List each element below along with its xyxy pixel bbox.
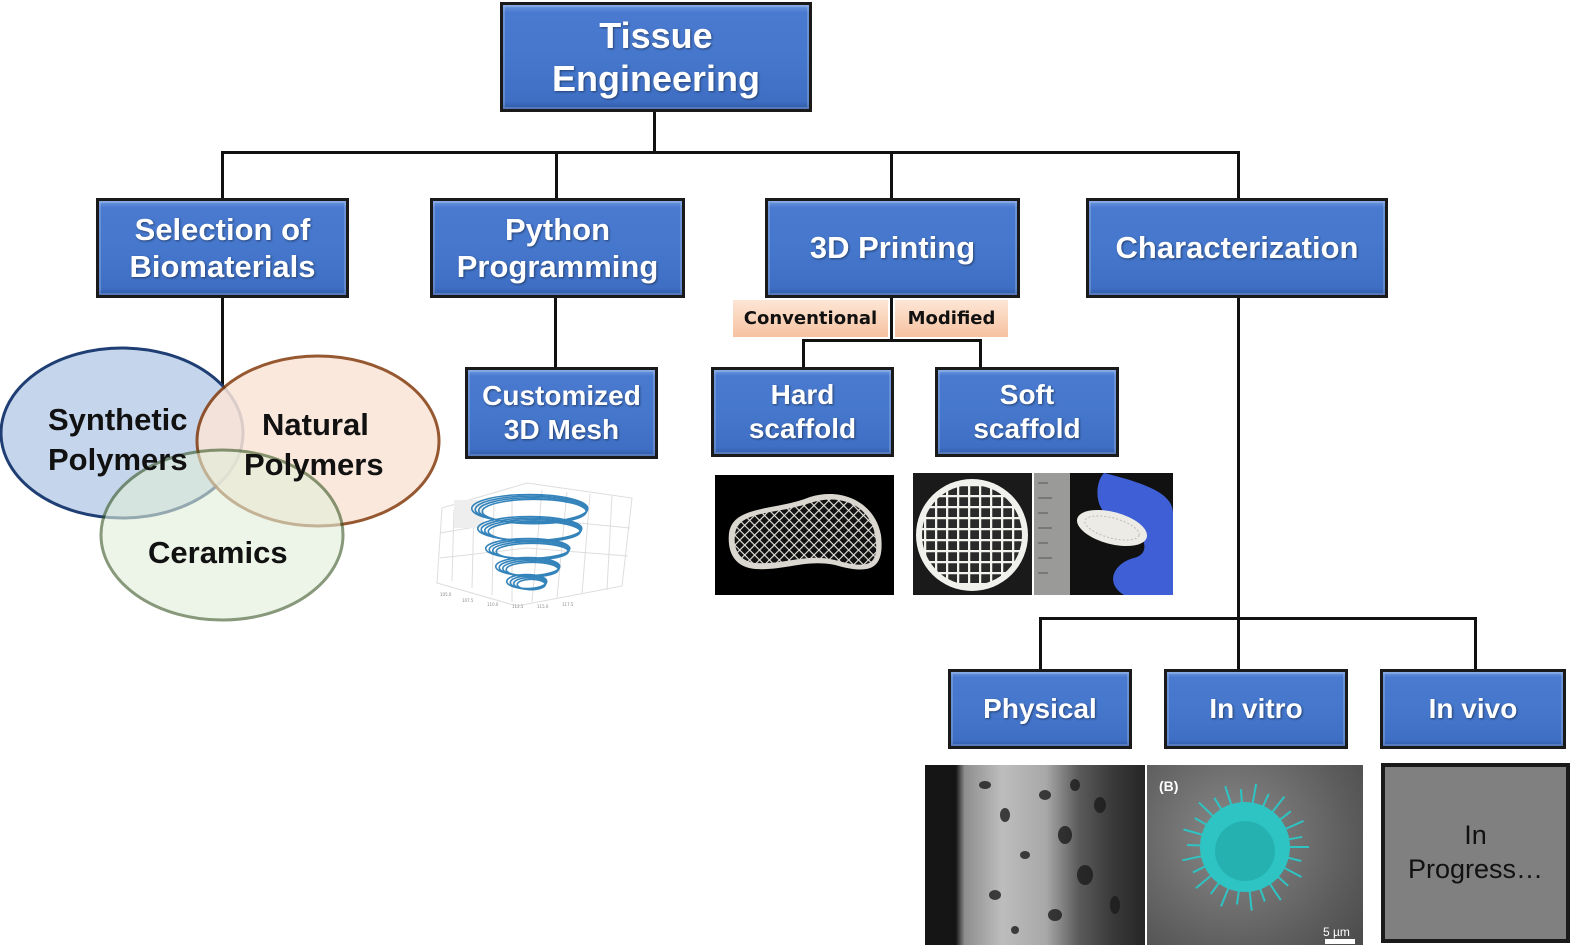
connector-biomaterials: [221, 151, 224, 200]
hard-scaffold-photo: [715, 475, 894, 595]
mesh-plot-image: 105.0 107.5 110.0 112.5 115.0 117.5: [432, 478, 660, 618]
connector-python-down: [554, 297, 557, 369]
connector-level1-bus: [221, 151, 1240, 154]
connector-invivo: [1474, 617, 1477, 670]
svg-text:117.5: 117.5: [562, 602, 574, 607]
node-label: Tissue: [599, 14, 713, 56]
node-label: Characterization: [1115, 230, 1359, 266]
svg-text:105.0: 105.0: [440, 592, 452, 597]
pore: [1048, 909, 1062, 921]
svg-text:115.0: 115.0: [537, 604, 549, 609]
venn-label-synthetic-1: Synthetic: [48, 402, 188, 437]
venn-circle-ceramics: [99, 448, 345, 622]
node-label: Selection of: [134, 211, 311, 247]
node-label: Soft: [999, 379, 1055, 411]
venn-label-natural-2: Polymers: [244, 447, 384, 482]
node-3d-printing: 3D Printing: [765, 198, 1020, 298]
node-in-vivo: In vivo: [1380, 669, 1566, 749]
connector-hard: [802, 339, 805, 369]
scale-bar: [1325, 939, 1355, 944]
connector-characterization-down: [1237, 297, 1240, 670]
connector-biomaterials-down: [221, 297, 224, 397]
connector-characterization: [1237, 151, 1240, 200]
pore: [989, 890, 1001, 900]
mesh-ring: [516, 578, 547, 591]
pore: [1070, 779, 1080, 791]
panel-label: (B): [1159, 778, 1178, 794]
tag-conventional-label: Conventional: [743, 308, 878, 329]
pore: [979, 781, 991, 789]
connector-printing-down: [890, 297, 893, 341]
connector-soft: [979, 339, 982, 369]
pore: [1077, 865, 1093, 885]
connector-physical: [1039, 617, 1042, 670]
physical-sem-image: [925, 765, 1145, 945]
tag-modified: Modified: [895, 300, 1008, 337]
pore: [1058, 826, 1072, 844]
node-in-vitro: In vitro: [1164, 669, 1348, 749]
tag-modified-label: Modified: [907, 308, 996, 329]
soft-scaffold-photo-round: [913, 473, 1032, 595]
node-label: scaffold: [748, 413, 857, 444]
tag-conventional: Conventional: [733, 300, 888, 337]
connector-printing-bus: [802, 339, 982, 342]
in-vitro-sem-image: (B) 5 µm: [1147, 765, 1363, 945]
pore: [1011, 926, 1019, 934]
venn-label-natural-1: Natural: [262, 407, 369, 442]
pore: [1020, 851, 1030, 859]
node-characterization: Characterization: [1086, 198, 1388, 298]
node-label: 3D Mesh: [503, 414, 620, 445]
node-label: Physical: [983, 693, 1097, 725]
node-label: In vivo: [1428, 693, 1518, 725]
pore: [1000, 808, 1010, 822]
placeholder-line-1: In: [1464, 820, 1487, 851]
node-label: Programming: [456, 249, 659, 284]
venn-label-synthetic-2: Polymers: [48, 442, 188, 477]
svg-text:110.0: 110.0: [487, 602, 499, 607]
mesh-ring: [481, 498, 588, 525]
placeholder-line-2: Progress…: [1407, 854, 1544, 884]
in-vivo-in-progress-placeholder: In Progress…: [1381, 763, 1570, 943]
scale-bar-label: 5 µm: [1323, 925, 1350, 939]
pore: [1094, 797, 1106, 813]
soft-scaffold-photo-hand: [1034, 473, 1173, 595]
svg-text:107.5: 107.5: [462, 598, 474, 603]
node-label: In vitro: [1209, 693, 1303, 725]
node-label: 3D Printing: [809, 230, 976, 266]
node-label: Customized: [482, 380, 641, 412]
node-label: Engineering: [551, 58, 761, 99]
svg-text:112.5: 112.5: [512, 604, 524, 609]
node-physical: Physical: [948, 669, 1132, 749]
pore: [1110, 896, 1120, 914]
node-label: Biomaterials: [129, 249, 316, 284]
venn-label-ceramics: Ceramics: [148, 535, 288, 570]
connector-python: [555, 151, 558, 200]
connector-root-down: [653, 110, 656, 154]
node-label: scaffold: [973, 413, 1081, 444]
pore: [1039, 790, 1051, 800]
connector-printing: [890, 151, 893, 200]
node-label: Hard: [770, 379, 835, 411]
connector-characterization-bus: [1039, 617, 1477, 620]
biomaterials-venn: Synthetic Polymers Natural Polymers Cera…: [0, 346, 441, 622]
node-label: Python: [504, 211, 611, 247]
